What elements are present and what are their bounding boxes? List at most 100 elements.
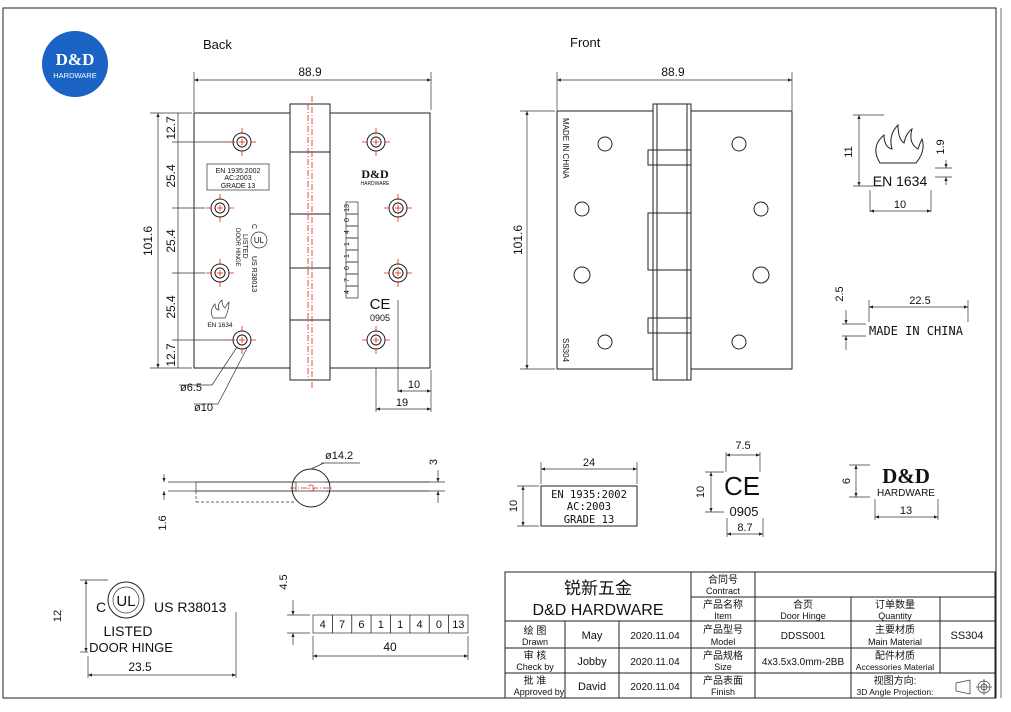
title-block: 锐新五金 D&D HARDWARE 绘 图 Drawn May 2020.11.… — [504, 571, 996, 699]
dim-12-7-bot: 12.7 — [164, 343, 178, 367]
side-view: ø14.2 3 1.6 — [157, 450, 445, 531]
side-16-dim: 1.6 — [157, 515, 169, 530]
ul-h-dim: 12 — [52, 610, 64, 622]
fire-h-dim: 11 — [843, 146, 855, 157]
qty-en: Quantity — [878, 611, 912, 621]
check-cn: 审 核 — [524, 649, 547, 662]
side-diameter-dim: ø14.2 — [325, 450, 353, 462]
back-brand: D&D — [361, 167, 389, 181]
approved-cn: 批 准 — [524, 674, 547, 687]
ce-num: 0905 — [730, 504, 759, 519]
approved-date: 2020.11.04 — [630, 682, 680, 693]
dim-hole-large: ø10 — [194, 402, 213, 414]
size-en: Size — [714, 662, 732, 672]
digits-h-dim: 4.5 — [278, 574, 290, 589]
back-ul-listed: LISTED — [241, 234, 248, 259]
drawn-en: Drawn — [522, 637, 548, 647]
dim-25-4-c: 25.4 — [164, 295, 178, 319]
finish-cn: 产品表面 — [703, 674, 743, 687]
dd-h-dim: 6 — [841, 478, 853, 484]
back-en1634: EN 1634 — [207, 322, 233, 329]
finish-en: Finish — [711, 687, 735, 697]
dd-name: D&D — [882, 464, 930, 488]
en-line2: AC:2003 — [567, 501, 611, 513]
digit-value: 4 — [320, 619, 326, 631]
approved-en: Approved by — [514, 687, 565, 697]
model-en: Model — [711, 637, 736, 647]
ul-w-dim: 23.5 — [128, 660, 152, 674]
digits-w-dim: 40 — [383, 640, 397, 654]
back-brand-sub: HARDWARE — [361, 181, 391, 187]
back-en-line1: EN 1935:2002 — [216, 168, 261, 175]
model-cn: 产品型号 — [703, 623, 743, 636]
drawn-cn: 绘 图 — [524, 624, 547, 637]
digit-cell — [448, 614, 469, 634]
svg-text:UL: UL — [116, 593, 135, 610]
back-width-dim: 88.9 — [298, 65, 322, 79]
front-height-dim: 101.6 — [511, 225, 525, 255]
back-ul-c: C — [250, 224, 257, 229]
back-flame-icon — [211, 299, 230, 319]
dim-hole-small: ø6.5 — [180, 382, 202, 394]
company-en: D&D HARDWARE — [533, 602, 664, 619]
dd-sub: HARDWARE — [877, 488, 935, 499]
detail-ce: CE 0905 7.5 10 8.7 — [695, 440, 764, 537]
digit-value: 13 — [452, 619, 464, 631]
digit-value: 0 — [436, 619, 442, 631]
dd-w-dim: 13 — [900, 505, 912, 517]
digit-value: 6 — [358, 619, 364, 631]
en-line1: EN 1935:2002 — [551, 489, 627, 501]
ce-h-dim: 10 — [695, 486, 707, 498]
en-line3: GRADE 13 — [564, 514, 615, 526]
digit-value: 1 — [378, 619, 384, 631]
made-h-dim: 2.5 — [834, 286, 846, 301]
made-label: MADE IN CHINA — [869, 324, 964, 338]
back-ul-logo-icon: UL — [254, 236, 265, 245]
drawn-date: 2020.11.04 — [630, 631, 680, 642]
drawn-name: May — [582, 630, 603, 642]
back-digit-value: 4 — [344, 290, 351, 294]
side-thick-dim: 3 — [428, 459, 440, 465]
company-cn: 锐新五金 — [564, 579, 632, 598]
item-cn: 产品名称 — [703, 598, 743, 611]
material-en: Main Material — [868, 637, 922, 647]
sheet-border — [2, 7, 997, 699]
back-digit-value: 0 — [344, 218, 351, 222]
dim-25-4-a: 25.4 — [164, 164, 178, 188]
back-en-line3: GRADE 13 — [221, 183, 256, 190]
size-cn: 产品规格 — [703, 649, 743, 662]
ul-logo-icon — [107, 581, 145, 619]
ul-c: C — [96, 599, 106, 615]
proj-en: 3D Angle Projection: — [856, 687, 933, 697]
detail-ul: UL C US R38013 LISTED DOOR HINGE 12 23.5 — [52, 579, 237, 678]
fire-label: EN 1634 — [873, 173, 928, 189]
check-en: Check by — [516, 662, 554, 672]
qty-cn: 订单数量 — [875, 598, 915, 611]
dim-10: 10 — [408, 379, 420, 391]
back-ce: CE — [370, 296, 391, 313]
proj-cn: 视图方向: — [874, 674, 917, 687]
back-digit-value: 7 — [344, 278, 351, 282]
digit-value: 4 — [417, 619, 423, 631]
digit-value: 1 — [397, 619, 403, 631]
fire-gap-dim: 1.9 — [935, 139, 947, 154]
logo-name: D&D — [56, 50, 95, 69]
fire-flame-icon — [875, 123, 924, 164]
made-w-dim: 22.5 — [909, 295, 930, 307]
digit-value: 7 — [339, 619, 345, 631]
item-val-en: Door Hinge — [780, 611, 826, 621]
back-ce-num: 0905 — [370, 313, 390, 323]
detail-dd-logo: D&D HARDWARE 6 13 — [841, 464, 939, 520]
back-digit-cell — [345, 201, 359, 215]
item-val-cn: 合页 — [793, 598, 813, 611]
front-width-dim: 88.9 — [661, 65, 685, 79]
back-ul-hinge: DOOR HINGE — [234, 228, 240, 267]
item-en: Item — [714, 611, 732, 621]
check-date: 2020.11.04 — [630, 657, 680, 668]
detail-en-box: EN 1935:2002 AC:2003 GRADE 13 24 10 — [508, 457, 638, 527]
back-digit-value: 4 — [344, 230, 351, 234]
back-digit-value: 13 — [344, 204, 351, 212]
front-ss: SS304 — [561, 338, 570, 363]
ce-label: CE — [724, 471, 760, 501]
